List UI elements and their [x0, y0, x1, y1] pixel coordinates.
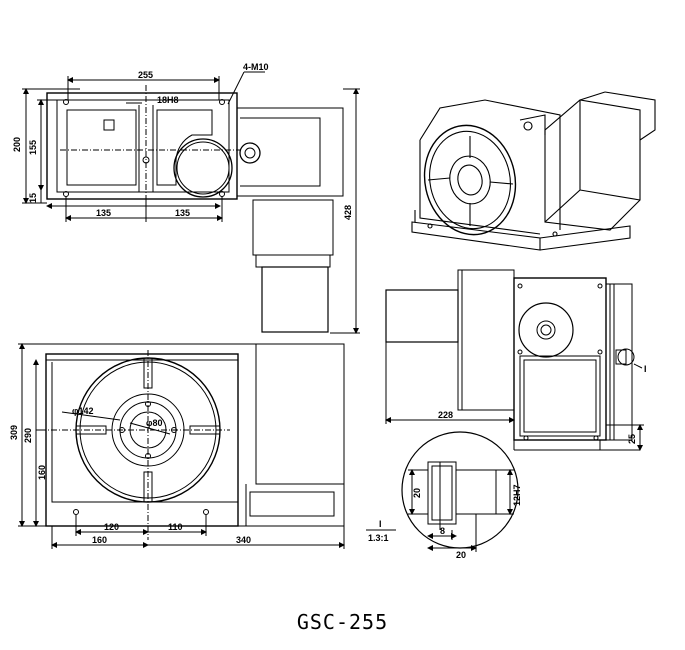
dim-front-dia-inner: φ80	[146, 418, 162, 428]
top-table-circle	[173, 138, 233, 198]
dim-front-bolt-right: 110	[168, 522, 183, 532]
top-view-labels: 255 4-M10 18H8 200 155 15 135 135 428	[12, 62, 353, 220]
side-motor	[385, 289, 459, 343]
callout-label: I	[644, 364, 647, 374]
isometric-view	[411, 91, 656, 251]
dim-front-base-left: 160	[92, 535, 107, 545]
side-view-labels: 228 25 I	[438, 364, 647, 444]
dim-side-base: 25	[627, 434, 637, 444]
dim-top-height: 200	[12, 137, 22, 152]
dim-front-base-right: 340	[236, 535, 251, 545]
dim-top-inner-height: 155	[28, 140, 38, 155]
dim-overall-length: 428	[343, 205, 353, 220]
detail-scale: 1.3:1	[368, 533, 389, 543]
side-cover-plate	[519, 355, 601, 437]
front-view-labels: φ142 φ80 309 290 160 120 110 160 340	[9, 406, 251, 545]
top-motor-spindle	[239, 142, 261, 164]
iso-base	[411, 221, 541, 251]
dim-front-body-height: 290	[23, 428, 33, 443]
dim-top-edge: 15	[28, 193, 38, 203]
iso-table-face	[423, 124, 517, 236]
drawing-title: GSC-255	[296, 610, 389, 634]
detail-view-labels: 20 12H7 8 20 I 1.3:1	[368, 484, 522, 560]
dim-detail-key-w: 8	[440, 526, 445, 536]
side-body	[513, 277, 607, 441]
top-body-outline	[46, 92, 238, 200]
dim-detail-w: 20	[456, 550, 466, 560]
dim-front-center-height: 160	[37, 465, 47, 480]
dim-top-half-left: 135	[96, 208, 111, 218]
dim-front-dia-outer: φ142	[72, 406, 93, 416]
top-view	[22, 71, 360, 334]
dim-slot: 18H8	[157, 95, 179, 105]
iso-motor-block	[544, 99, 641, 231]
dim-front-height: 309	[9, 425, 19, 440]
dim-detail-h: 20	[412, 488, 422, 498]
side-spindle-circle	[518, 302, 574, 358]
detail-view	[366, 431, 519, 552]
side-view	[385, 269, 644, 451]
dim-top-half-right: 135	[175, 208, 190, 218]
top-motor-housing	[252, 199, 334, 256]
top-left-pocket	[66, 109, 137, 186]
front-body-outline	[45, 353, 239, 527]
dim-thread: 4-M10	[243, 62, 269, 72]
dim-top-width: 255	[138, 70, 153, 80]
dim-side-depth: 228	[438, 410, 453, 420]
front-view	[18, 343, 345, 549]
detail-label: I	[379, 519, 382, 529]
dim-front-bolt-left: 120	[104, 522, 119, 532]
dim-detail-key-h: 12H7	[512, 484, 522, 506]
